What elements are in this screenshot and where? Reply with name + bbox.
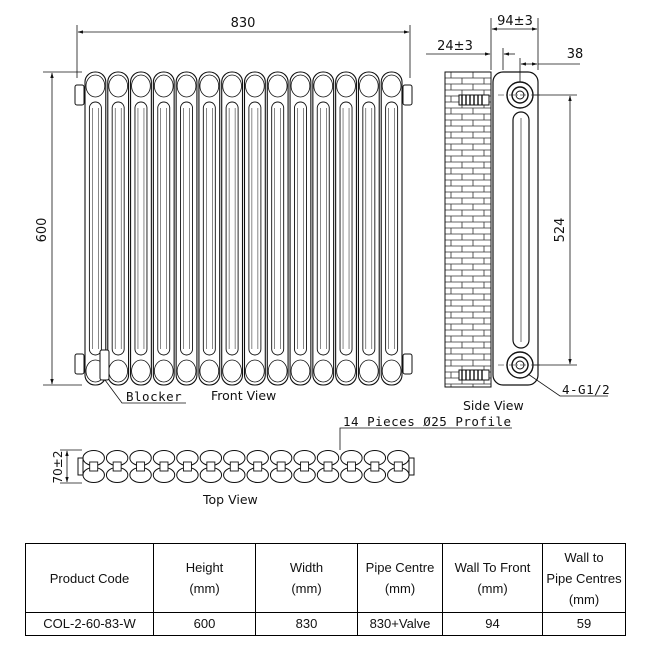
end-plug [74, 84, 85, 106]
wall-brick [444, 71, 492, 388]
header-product-code: Product Code [25, 543, 154, 613]
height-label: 600 [35, 218, 50, 243]
top-offset-label: 38 [567, 47, 584, 62]
header-wall-to-pipe-centres: Wall to Pipe Centres (mm) [542, 543, 626, 613]
depth-label: 94±3 [497, 14, 533, 29]
top-view-column [152, 450, 176, 483]
top-view-column [223, 450, 246, 483]
radiator-column [152, 71, 175, 386]
header-width: Width (mm) [255, 543, 358, 613]
connection-label: 4-G1/2 [562, 382, 610, 397]
top-view-caption: Top View [202, 492, 258, 507]
top-view-column [340, 450, 363, 483]
top-view-column [269, 450, 293, 483]
radiator-column [175, 71, 198, 386]
radiator-column [335, 71, 357, 386]
end-plug [402, 353, 413, 375]
top-view-column [176, 450, 199, 483]
radiator-column [107, 71, 130, 386]
bracket-bottom [458, 369, 490, 381]
bracket-top [458, 94, 490, 106]
radiator-column [266, 71, 289, 386]
height-dimension: 600 [35, 71, 82, 386]
blocker-callout: Blocker [99, 349, 186, 404]
top-view-column [387, 450, 410, 483]
top-view-column [316, 450, 340, 483]
pipe-centres-label: 524 [553, 218, 568, 243]
technical-drawing: 830 600 Blocker Front View [35, 14, 610, 507]
radiator-column [289, 71, 312, 386]
top-view-column [293, 450, 316, 483]
header-pipe-centre: Pipe Centre (mm) [357, 543, 443, 613]
radiator-column [130, 71, 152, 386]
front-view-caption: Front View [211, 388, 276, 403]
blocker-label: Blocker [126, 389, 182, 404]
top-view-columns [77, 450, 415, 483]
cell-wall-to-front: 94 [442, 612, 543, 636]
width-label: 830 [231, 16, 256, 31]
end-plug [402, 84, 413, 106]
top-view-column [199, 450, 223, 483]
front-view: 830 600 Blocker Front View [35, 16, 413, 404]
cell-product-code: COL-2-60-83-W [25, 612, 154, 636]
top-view-column [82, 450, 105, 483]
top-end-plug [408, 457, 415, 476]
side-view: 94±3 24±3 38 524 4-G1/2 Side View [426, 14, 610, 413]
radiator-column [312, 71, 335, 386]
radiator-columns [74, 71, 413, 386]
top-view-column [363, 450, 387, 483]
cell-wall-to-pipe-centres: 59 [542, 612, 626, 636]
top-view-column [246, 450, 269, 483]
end-plug [74, 353, 85, 375]
table-row: COL-2-60-83-W 600 830 830+Valve 94 59 [25, 612, 626, 636]
cell-height: 600 [153, 612, 256, 636]
radiator-column [84, 71, 107, 386]
cell-pipe-centre: 830+Valve [357, 612, 443, 636]
side-view-caption: Side View [463, 398, 524, 413]
profile-label: 14 Pieces Ø25 Profile [343, 414, 512, 429]
top-depth-label: 70±2 [51, 451, 65, 484]
cell-width: 830 [255, 612, 358, 636]
wall-gap-label: 24±3 [437, 39, 473, 54]
width-dimension: 830 [76, 16, 411, 78]
top-view-column [105, 450, 129, 483]
spec-table-header-row: Product Code Height (mm) Width (mm) Pipe… [25, 543, 626, 613]
radiator-column [380, 71, 403, 386]
radiator-column [357, 71, 380, 386]
radiator-column [221, 71, 244, 386]
header-height: Height (mm) [153, 543, 256, 613]
radiator-column [198, 71, 221, 386]
spec-table: Product Code Height (mm) Width (mm) Pipe… [25, 543, 626, 636]
top-view-column [129, 450, 152, 483]
top-end-plug [77, 457, 84, 476]
top-view: 70±2 14 Pieces Ø25 Profile Top View [51, 414, 512, 507]
radiator-column [243, 71, 266, 386]
header-wall-to-front: Wall To Front (mm) [442, 543, 543, 613]
